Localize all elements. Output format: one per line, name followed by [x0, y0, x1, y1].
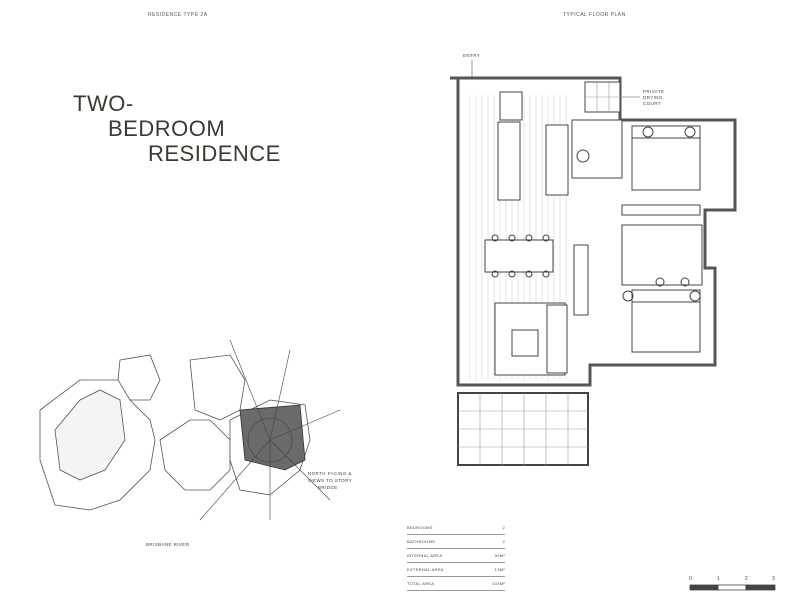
stat-label: BATHROOMS: [407, 534, 475, 549]
stat-value: 2: [475, 534, 505, 549]
stat-value: 2: [475, 521, 505, 535]
stat-value: 103M²: [475, 576, 505, 591]
drying-court-label: PRIVATE DRYING COURT: [643, 89, 664, 107]
area-summary-table: BEDROOMS 2 BATHROOMS 2 INTERNAL AREA 90M…: [407, 521, 505, 591]
table-row: EXTERNAL AREA 13M²: [407, 562, 505, 577]
stat-value: 13M²: [475, 562, 505, 577]
scale-tick-2: 2: [745, 576, 748, 582]
stat-label: TOTAL AREA: [407, 576, 475, 591]
drying-court-line-3: COURT: [643, 101, 661, 106]
entry-label: ENTRY: [463, 53, 481, 58]
table-row: TOTAL AREA 103M²: [407, 576, 505, 591]
scale-tick-3: 3: [772, 576, 775, 582]
floor-plan-header: TYPICAL FLOOR PLAN: [563, 12, 626, 18]
site-note: NORTH FACING & VIEWS TO STORY BRIDGE: [308, 470, 352, 491]
site-note-line-3: BRIDGE: [318, 485, 338, 490]
residence-type-header: RESIDENCE TYPE 2A: [148, 12, 208, 18]
scale-tick-1: 1: [717, 576, 720, 582]
drying-court-line-2: DRYING: [643, 95, 663, 100]
table-row: BEDROOMS 2: [407, 521, 505, 535]
site-note-line-2: VIEWS TO STORY: [308, 478, 353, 483]
page-title: TWO- BEDROOM RESIDENCE: [73, 91, 283, 166]
site-note-line-1: NORTH FACING &: [308, 471, 352, 476]
table-row: BATHROOMS 2: [407, 534, 505, 549]
table-row: INTERNAL AREA 90M²: [407, 548, 505, 563]
title-line-2: BEDROOM: [108, 116, 226, 141]
stat-label: EXTERNAL AREA: [407, 562, 475, 577]
title-line-3: RESIDENCE: [148, 141, 281, 166]
title-line-1: TWO-: [73, 91, 134, 116]
river-label: BRISBANE RIVER: [146, 542, 190, 547]
stat-value: 90M²: [475, 548, 505, 563]
stat-label: INTERNAL AREA: [407, 548, 475, 563]
stat-label: BEDROOMS: [407, 521, 475, 535]
scale-tick-0: 0: [689, 576, 692, 582]
drying-court-line-1: PRIVATE: [643, 89, 665, 94]
